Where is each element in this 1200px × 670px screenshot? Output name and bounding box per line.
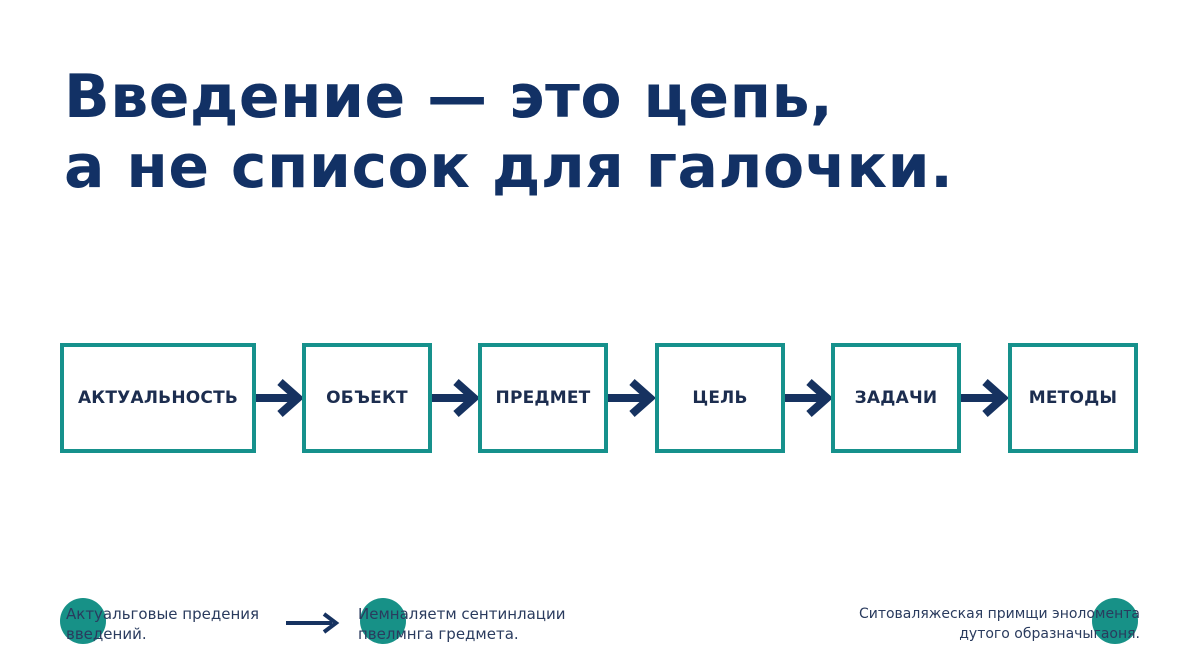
chain-step-label: АКТУАЛЬНОСТЬ — [77, 388, 239, 408]
footer-note-left: Актуальговые предения введений. — [60, 598, 260, 644]
chain-step-label: ЗАДАЧИ — [854, 388, 938, 408]
chain-step-subject: ПРЕДМЕТ — [478, 343, 608, 453]
chain-step-object: ОБЪЕКТ — [302, 343, 432, 453]
chain-step-tasks: ЗАДАЧИ — [831, 343, 961, 453]
page-title: Введение — это цепь, а не список для гал… — [64, 62, 953, 202]
chain-arrow-icon — [608, 379, 657, 417]
chain-step-relevance: АКТУАЛЬНОСТЬ — [60, 343, 256, 453]
footer-note-middle: Иемналяетм сентинлации пвелмнга гредмета… — [358, 598, 566, 644]
footer-middle-line-2: пвелмнга гредмета. — [358, 625, 519, 643]
teal-dot-icon — [60, 598, 106, 644]
chain-arrow-icon — [432, 379, 481, 417]
chain-step-label: ЦЕЛЬ — [692, 388, 748, 408]
footer-note-right: Ситоваляжеская примщи эноломента дутого … — [800, 598, 1140, 644]
chain-arrow-icon — [256, 379, 305, 417]
footer-left-line-1: Актуальговые предения — [66, 605, 260, 623]
teal-dot-icon — [360, 598, 406, 644]
footer-right-line-2: дутого образначыгаоня. — [959, 626, 1140, 642]
footer-right-line-1: Ситоваляжеская примщи эноломента — [858, 606, 1140, 622]
title-line-2: а не список для галочки. — [64, 132, 954, 202]
footer-arrow-icon — [286, 612, 340, 634]
chain-step-goal: ЦЕЛЬ — [655, 343, 785, 453]
footer-middle-line-1: Иемналяетм сентинлации — [358, 605, 566, 623]
teal-dot-icon — [1092, 598, 1138, 644]
chain-arrow-icon — [961, 379, 1010, 417]
chain-step-methods: МЕТОДЫ — [1008, 343, 1138, 453]
chain-step-label: МЕТОДЫ — [1028, 388, 1118, 408]
chain-arrow-icon — [785, 379, 834, 417]
title-line-1: Введение — это цепь, — [64, 62, 834, 132]
chain-step-label: ОБЪЕКТ — [326, 388, 408, 408]
chain-step-label: ПРЕДМЕТ — [495, 388, 591, 408]
footer-left-line-2: введений. — [66, 625, 147, 643]
